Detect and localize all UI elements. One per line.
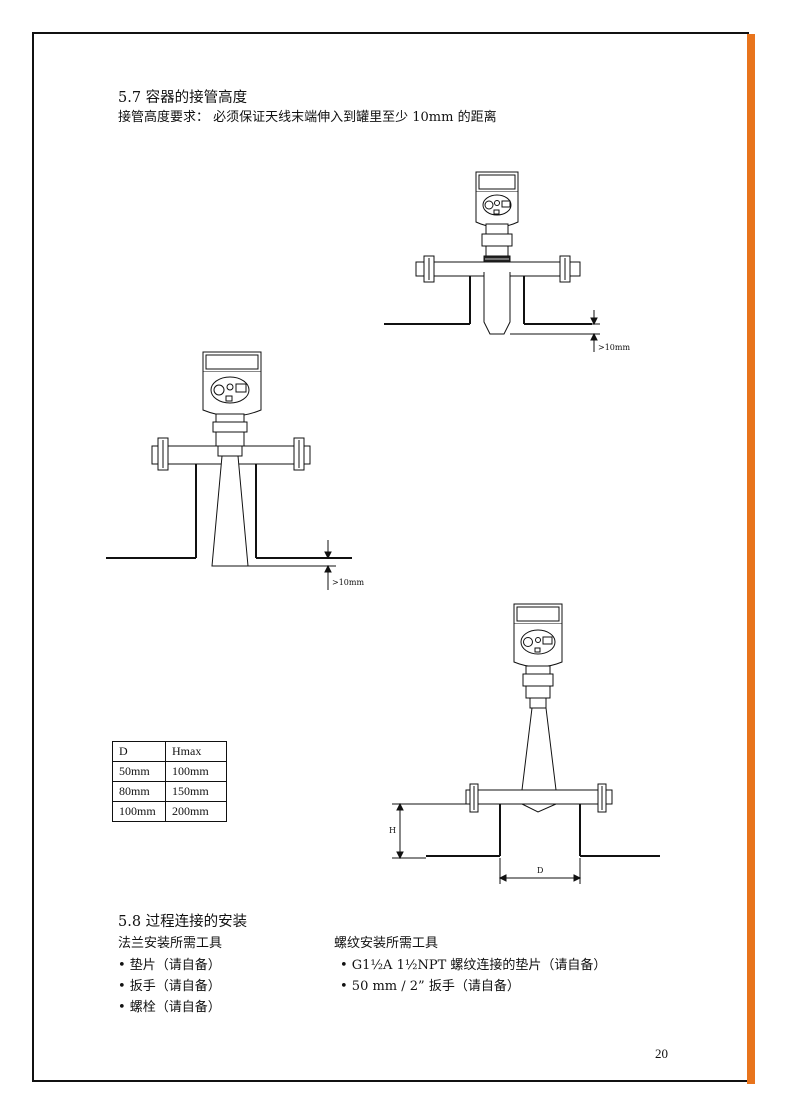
page-number: 20 bbox=[655, 1046, 668, 1061]
table-cell: 150mm bbox=[165, 781, 227, 802]
table-cell: 100mm bbox=[165, 761, 227, 782]
table-row: 50mm 100mm bbox=[112, 761, 227, 782]
flange-tools-heading: 法兰安装所需工具 bbox=[118, 936, 223, 951]
section-5-7-title: 5.7 容器的接管高度 bbox=[118, 90, 248, 106]
min-depth-label-1: >10mm bbox=[598, 343, 631, 352]
accent-bar bbox=[747, 34, 755, 1084]
diameter-label: D bbox=[537, 866, 544, 875]
figure-horn-dimensions bbox=[392, 603, 660, 884]
table-cell: 200mm bbox=[165, 801, 227, 822]
table-row: 80mm 150mm bbox=[112, 781, 227, 802]
flange-tool-item: • 垫片（请自备） bbox=[118, 958, 221, 973]
section-5-8-title: 5.8 过程连接的安装 bbox=[118, 914, 248, 930]
table-cell: 80mm bbox=[112, 781, 166, 802]
section-5-7-requirement: 接管高度要求： 必须保证天线末端伸入到罐里至少 10mm 的距离 bbox=[118, 110, 497, 125]
flange-tool-item: • 螺栓（请自备） bbox=[118, 1000, 221, 1015]
table-cell: 100mm bbox=[112, 801, 166, 822]
figure-horn-antenna bbox=[106, 351, 352, 590]
thread-tool-item: • 50 mm / 2” 扳手（请自备） bbox=[340, 979, 520, 994]
flange-tool-item: • 扳手（请自备） bbox=[118, 979, 221, 994]
table-cell: 50mm bbox=[112, 761, 166, 782]
nozzle-height-table: D Hmax 50mm 100mm 80mm 150mm 100mm 200mm bbox=[112, 741, 227, 822]
table-header-row: D Hmax bbox=[112, 741, 227, 762]
thread-tools-heading: 螺纹安装所需工具 bbox=[334, 936, 439, 951]
table-header-d: D bbox=[112, 741, 166, 762]
min-depth-label-2: >10mm bbox=[332, 578, 365, 587]
thread-tool-item: • G1½A 1½NPT 螺纹连接的垫片（请自备） bbox=[340, 958, 607, 973]
figure-rod-antenna bbox=[384, 171, 600, 352]
table-row: 100mm 200mm bbox=[112, 801, 227, 822]
height-label: H bbox=[389, 826, 396, 835]
table-header-hmax: Hmax bbox=[165, 741, 227, 762]
